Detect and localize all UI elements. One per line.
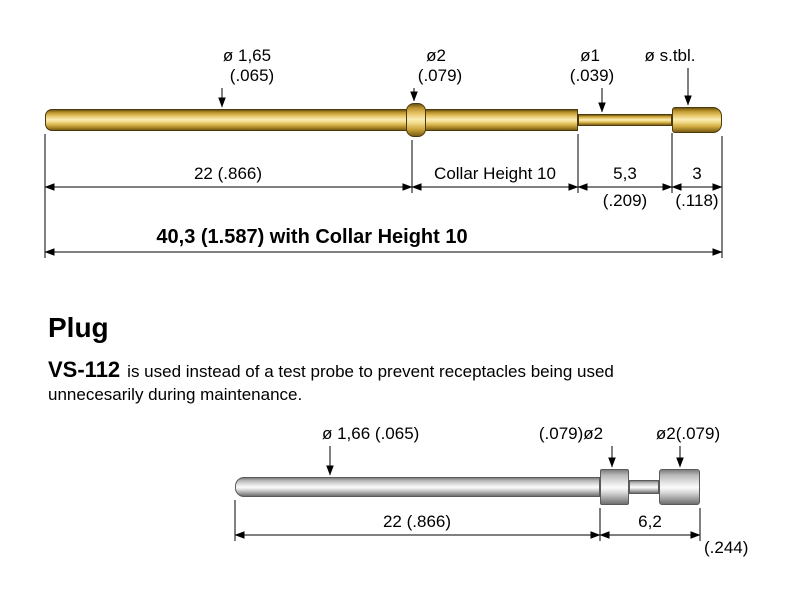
dim-label-length-pin-in: (.209) [602,191,648,210]
dim-label-plug-collar-right: ø2(.079) [655,424,721,443]
dim-label-plug-length-head: 6,2 [638,512,662,531]
dim-label-overall-length: 40,3 (1.587) with Collar Height 10 [156,226,468,248]
dim-label-plug-length-body: 22 (.866) [382,512,452,531]
model-number: VS-112 [48,357,121,382]
plug-collar-left [600,469,629,505]
description-line2: unnecesarily during maintenance. [48,385,303,404]
dim-label-collar-height: Collar Height 10 [434,164,556,183]
probe-collar [406,103,426,137]
dim-label-length-barrel: 22 (.866) [193,164,263,183]
description-line1: is used instead of a test probe to preve… [127,362,614,381]
probe-tip [672,107,722,133]
dim-label-diameter-tip: ø s.tbl. [644,46,696,65]
dim-label-diameter-barrel: ø 1,65 [222,46,272,65]
dim-label-diameter-collar: ø2 [426,46,446,65]
dim-label-plug-collar-left: (.079)ø2 [538,424,604,443]
description: VS-112 is used instead of a test probe to… [48,358,758,406]
page-title: Plug [48,312,109,343]
dim-label-length-tip: 3 [692,164,702,183]
plug-collar-right [659,469,700,505]
probe-pin [578,114,672,126]
dim-label-length-pin: 5,3 [613,164,637,183]
dim-label-diameter-collar-in: (.079) [417,66,463,85]
dim-label-diameter-barrel-in: (.065) [229,66,275,85]
probe-barrel [45,109,578,131]
plug-neck [629,480,659,494]
dim-label-diameter-pin-in: (.039) [569,66,615,85]
plug-body [235,477,600,497]
dim-label-plug-diameter-body: ø 1,66 (.065) [322,424,420,443]
dim-label-length-tip-in: (.118) [675,191,719,210]
dim-label-diameter-pin: ø1 [580,46,600,65]
dim-label-plug-length-head-in: (.244) [704,538,749,557]
